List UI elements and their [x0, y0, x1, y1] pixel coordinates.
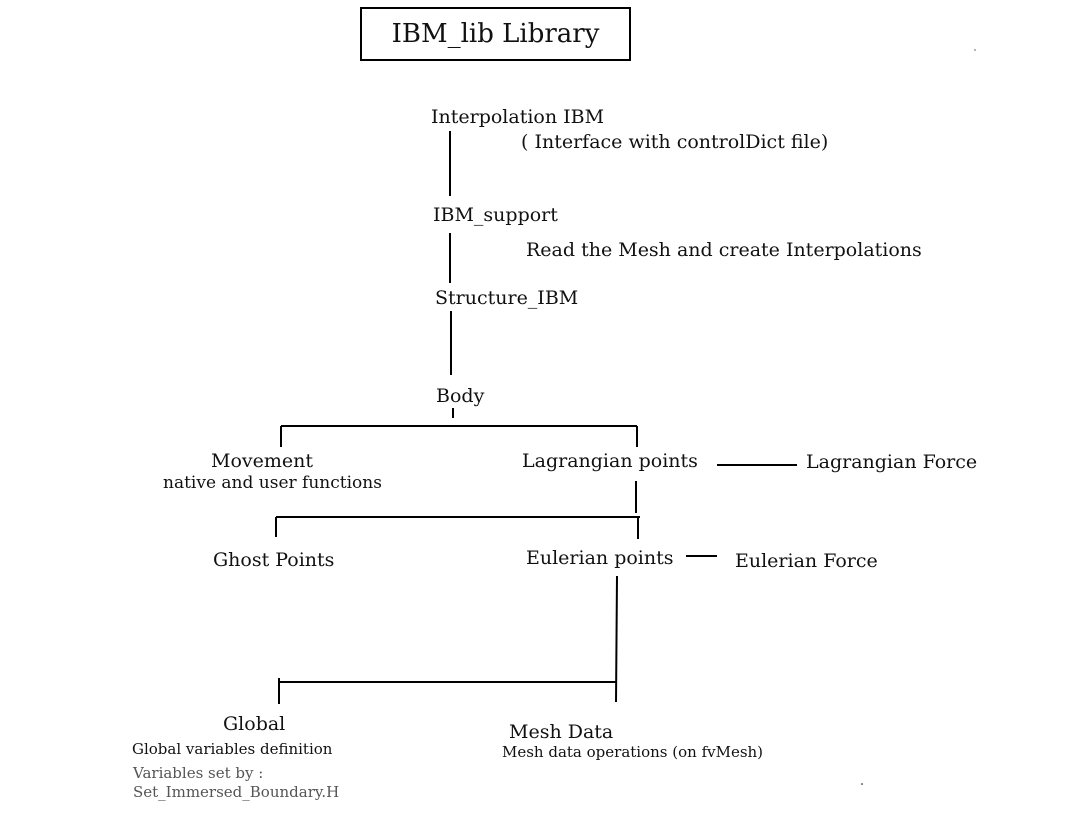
- node-ibm-support: IBM_support: [433, 204, 558, 226]
- note-interpolation: ( Interface with controlDict file): [521, 131, 829, 153]
- note-global-file: Set_Immersed_Boundary.H: [133, 783, 340, 801]
- node-ghost-points: Ghost Points: [213, 549, 335, 571]
- node-structure-ibm: Structure_IBM: [435, 287, 579, 309]
- note-global: Global variables definition: [132, 740, 333, 758]
- node-interpolation-ibm: Interpolation IBM: [431, 106, 605, 128]
- node-eulerian-points: Eulerian points: [526, 547, 674, 569]
- node-lagrangian-force: Lagrangian Force: [806, 451, 978, 473]
- node-eulerian-force: Eulerian Force: [735, 550, 878, 572]
- diagram-title: IBM_lib Library: [391, 19, 600, 49]
- line-eulerian-down: [615, 575, 618, 703]
- node-global: Global: [223, 713, 286, 735]
- node-lagrangian-points: Lagrangian points: [522, 450, 698, 472]
- stray-dot: [861, 783, 863, 785]
- node-mesh-data: Mesh Data: [509, 721, 614, 743]
- node-body: Body: [436, 385, 485, 407]
- note-mesh-data: Mesh data operations (on fvMesh): [502, 743, 764, 761]
- note-global-set-by: Variables set by :: [133, 764, 264, 782]
- stray-dot: [974, 49, 976, 51]
- title-box: IBM_lib Library: [360, 7, 631, 61]
- note-movement: native and user functions: [163, 473, 382, 493]
- note-ibm-support: Read the Mesh and create Interpolations: [526, 239, 922, 261]
- node-movement: Movement: [211, 450, 314, 472]
